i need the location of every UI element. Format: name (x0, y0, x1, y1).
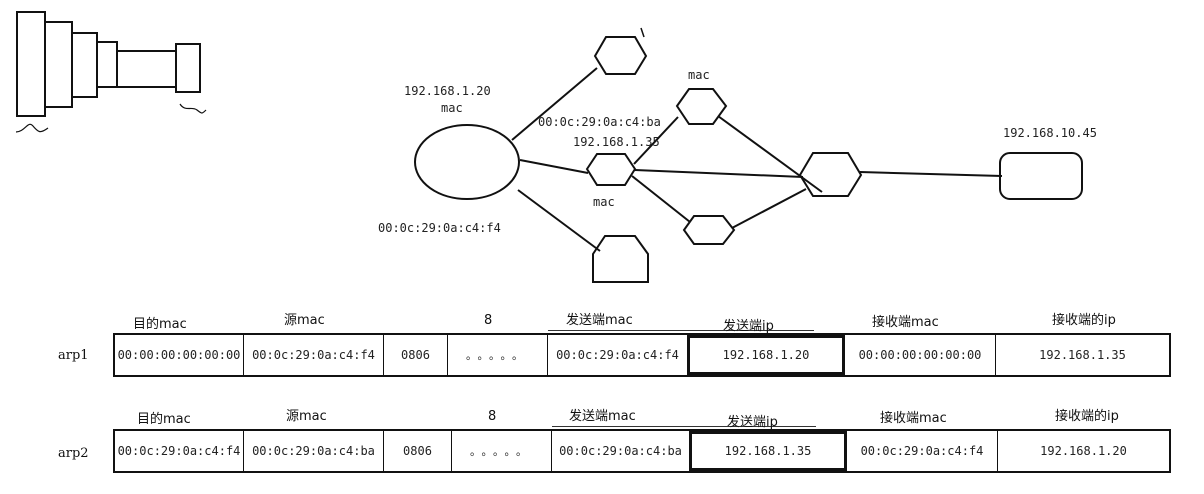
cell-src-mac: 00:0c:29:0a:c4:f4 (243, 335, 383, 375)
header-src-mac: 源mac (284, 313, 325, 328)
hex-node-mid (585, 153, 637, 186)
header-underline-2 (552, 426, 816, 427)
cell-dst-mac: 00:00:00:00:00:00 (117, 348, 241, 362)
telescope-doodle-icon (15, 11, 207, 133)
header-sender-mac-2: 发送端mac (569, 409, 636, 424)
header-receiver-mac: 接收端mac (872, 315, 939, 330)
cell-receiver-ip: 192.168.1.35 (995, 335, 1169, 375)
hex-node-mac-top (675, 88, 728, 125)
header-dst-mac: 目的mac (133, 317, 187, 332)
header-sender-ip-2: 发送端ip (727, 415, 778, 430)
cell-src-mac: 00:0c:29:0a:c4:ba (243, 431, 383, 471)
host-left-mac: 00:0c:29:0a:c4:f4 (378, 221, 501, 235)
host-left-mac-label: mac (441, 101, 463, 115)
header-receiver-ip-2: 接收端的ip (1055, 409, 1119, 424)
header-sender-ip: 发送端ip (723, 319, 774, 334)
remote-host-node (999, 152, 1083, 200)
network-links (511, 67, 1003, 252)
arp-row-1: 00:00:00:00:00:00 00:0c:29:0a:c4:f4 0806… (113, 333, 1171, 377)
header-eight: 8 (484, 313, 493, 328)
hex-node-lower (682, 215, 736, 245)
hex-node-bottom (592, 235, 649, 283)
cell-receiver-mac: 00:00:00:00:00:00 (858, 348, 982, 362)
network-diagram: 192.168.1.20 mac 00:0c:29:0a:c4:f4 00:0c… (15, 11, 1097, 283)
row-label-arp2: arp2 (58, 446, 89, 461)
cell-sender-ip: 192.168.1.35 (689, 431, 847, 471)
cell-type: 0806 (383, 431, 451, 471)
cell-sender-mac: 00:0c:29:0a:c4:ba (551, 431, 689, 471)
host-left-node (414, 124, 520, 200)
header-receiver-ip: 接收端的ip (1052, 313, 1116, 328)
cell-receiver-ip: 192.168.1.20 (997, 431, 1169, 471)
node-mid-mac-label: mac (593, 195, 615, 209)
header-eight-2: 8 (488, 409, 497, 424)
hex-node-center (798, 152, 863, 197)
arp-row-2: 00:0c:29:0a:c4:f4 00:0c:29:0a:c4:ba 0806… (113, 429, 1171, 473)
host-left-ip: 192.168.1.20 (404, 84, 491, 98)
row-label-arp1: arp1 (58, 348, 89, 363)
cell-dst-mac: 00:0c:29:0a:c4:f4 (117, 444, 241, 458)
header-underline (548, 330, 814, 331)
cell-sender-mac: 00:0c:29:0a:c4:f4 (547, 335, 687, 375)
cell-dots: 。。。。。 (447, 335, 547, 375)
header-src-mac-2: 源mac (286, 409, 327, 424)
node-mid-mac: 00:0c:29:0a:c4:ba (538, 115, 661, 129)
node-top-mac-label: mac (688, 68, 710, 82)
header-receiver-mac-2: 接收端mac (880, 411, 947, 426)
hex-node-top (593, 27, 648, 75)
cell-type: 0806 (383, 335, 447, 375)
cell-sender-ip: 192.168.1.20 (687, 335, 845, 375)
cell-dots: 。。。。。 (451, 431, 551, 471)
cell-receiver-mac: 00:0c:29:0a:c4:f4 (860, 444, 984, 458)
header-dst-mac-2: 目的mac (137, 412, 191, 427)
remote-ip: 192.168.10.45 (1003, 126, 1097, 140)
header-sender-mac: 发送端mac (566, 313, 633, 328)
node-mid-ip: 192.168.1.35 (573, 135, 660, 149)
